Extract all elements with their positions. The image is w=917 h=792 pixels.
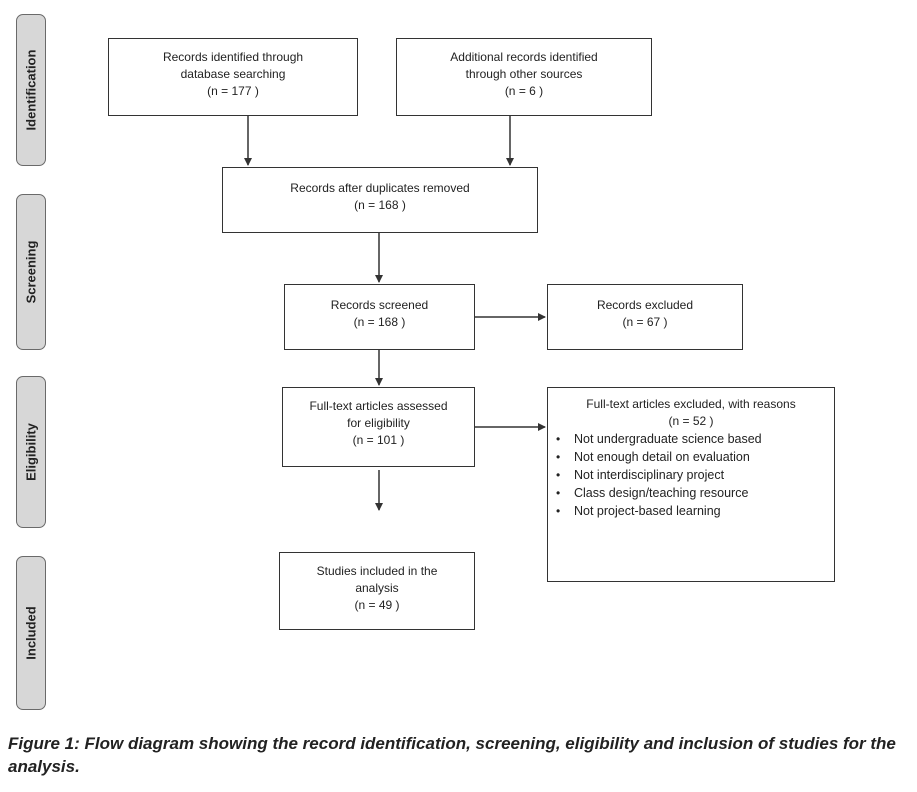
box-database-line1: Records identified through (162, 50, 304, 64)
box-fulltext-excluded-count: (n = 52 ) (668, 414, 714, 428)
exclusion-reason: Not enough detail on evaluation (556, 448, 834, 466)
exclusion-reason: Not project-based learning (556, 502, 834, 520)
box-screened-count: (n = 168 ) (353, 315, 406, 329)
exclusion-reason: Class design/teaching resource (556, 484, 834, 502)
box-fulltext-excluded-line1: Full-text articles excluded, with reason… (586, 397, 796, 411)
box-additional-records: Additional records identified through ot… (396, 38, 652, 116)
box-additional-line1: Additional records identified (450, 50, 598, 64)
box-included-line2: analysis (355, 581, 399, 595)
figure-caption: Figure 1: Flow diagram showing the recor… (8, 734, 896, 776)
box-database-count: (n = 177 ) (207, 84, 259, 98)
phase-identification: Identification (16, 14, 46, 166)
box-fulltext-line2: for eligibility (347, 416, 410, 430)
box-fulltext-line1: Full-text articles assessed (309, 399, 448, 413)
box-fulltext-assessed: Full-text articles assessed for eligibil… (282, 387, 475, 467)
box-database-records: Records identified through database sear… (108, 38, 358, 116)
box-additional-count: (n = 6 ) (504, 84, 544, 98)
phase-included: Included (16, 556, 46, 710)
box-duplicates-removed: Records after duplicates removed (n = 16… (222, 167, 538, 233)
box-duplicates-line1: Records after duplicates removed (290, 181, 470, 195)
box-screened-line1: Records screened (330, 298, 429, 312)
exclusion-reason: Not undergraduate science based (556, 430, 834, 448)
exclusion-reasons-list: Not undergraduate science based Not enou… (548, 430, 834, 520)
box-duplicates-count: (n = 168 ) (354, 198, 406, 212)
exclusion-reason: Not interdisciplinary project (556, 466, 834, 484)
box-studies-included: Studies included in the analysis (n = 49… (279, 552, 475, 630)
box-excluded-count: (n = 67 ) (622, 315, 668, 329)
box-database-line2: database searching (180, 67, 286, 81)
box-fulltext-excluded: Full-text articles excluded, with reason… (547, 387, 835, 582)
phase-screening: Screening (16, 194, 46, 350)
box-records-excluded: Records excluded (n = 67 ) (547, 284, 743, 350)
box-fulltext-count: (n = 101 ) (352, 433, 405, 447)
phase-eligibility: Eligibility (16, 376, 46, 528)
box-excluded-line1: Records excluded (596, 298, 694, 312)
box-included-line1: Studies included in the (316, 564, 438, 578)
box-additional-line2: through other sources (465, 67, 583, 81)
box-included-count: (n = 49 ) (354, 598, 400, 612)
box-records-screened: Records screened (n = 168 ) (284, 284, 475, 350)
